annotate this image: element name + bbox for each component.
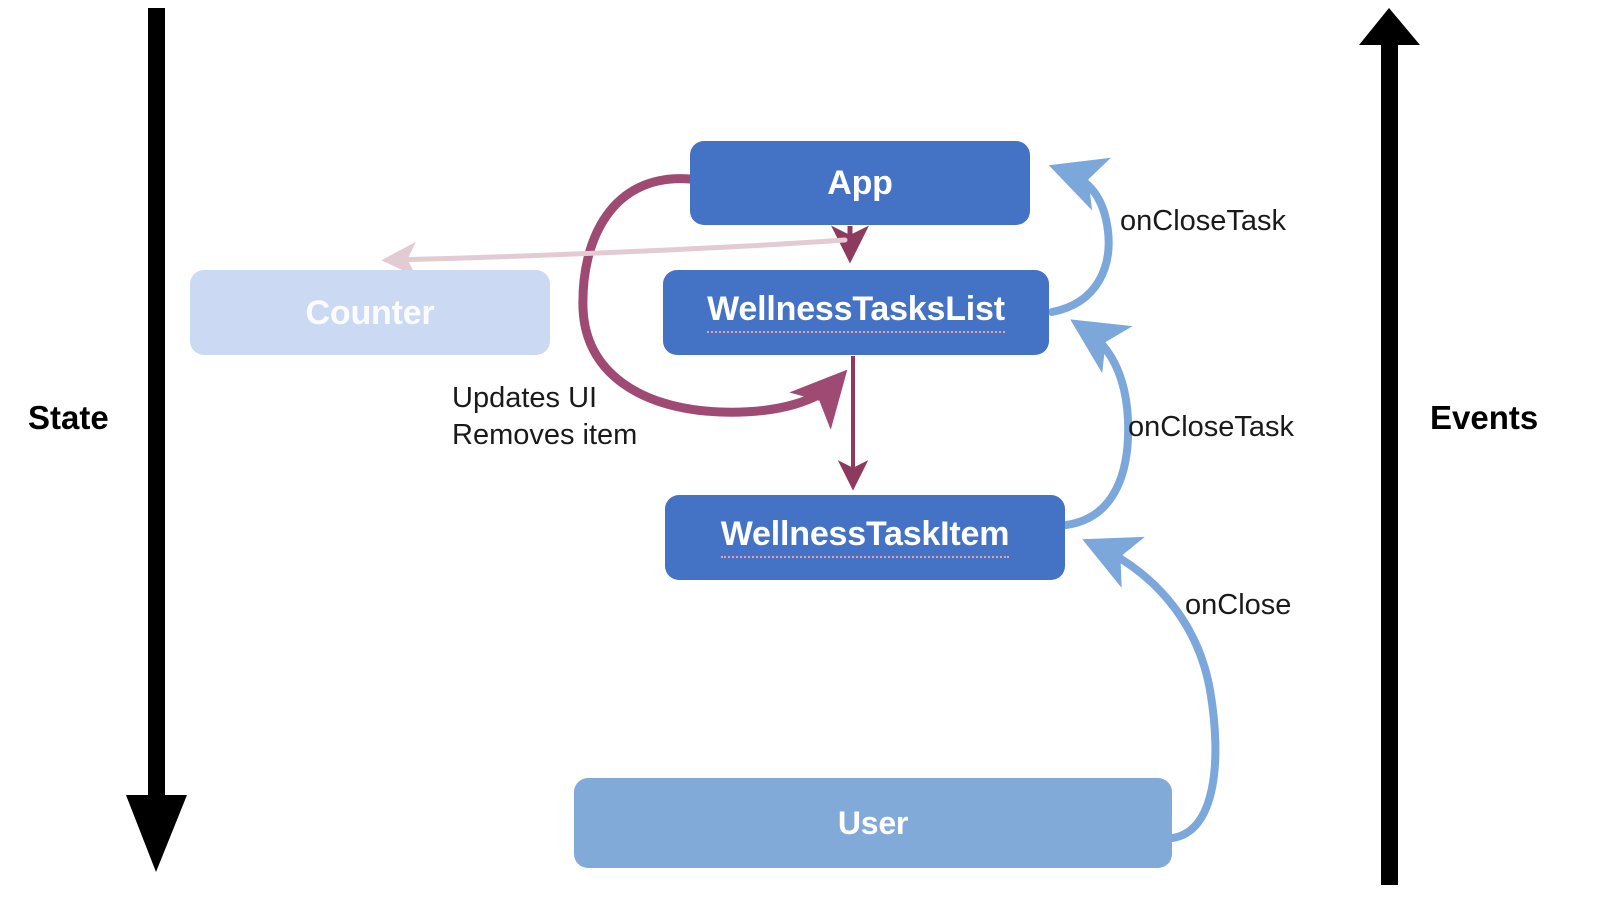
node-app[interactable]: App: [690, 141, 1030, 225]
edge-user-to-item: [1082, 536, 1220, 842]
node-app-label: App: [827, 164, 893, 202]
edge-item-to-list: [1062, 319, 1133, 529]
axis-label-events: Events: [1430, 399, 1539, 436]
edge-label-onclosetask-mid: onCloseTask: [1128, 411, 1295, 443]
axis-label-state: State: [28, 399, 109, 436]
edge-label-removes-item: Removes item: [452, 419, 638, 452]
state-axis-arrow: [126, 8, 187, 872]
node-counter[interactable]: Counter: [190, 270, 550, 355]
edge-list-to-app: [1048, 157, 1113, 316]
node-user-label: User: [837, 805, 909, 841]
node-counter-label: Counter: [305, 293, 435, 332]
edge-app-updates-loop: [578, 174, 848, 430]
node-wellness-tasks-list[interactable]: WellnessTasksList: [663, 270, 1049, 355]
edge-label-onclose: onClose: [1185, 589, 1292, 621]
node-user[interactable]: User: [574, 778, 1172, 868]
edge-app-to-counter: [381, 237, 848, 277]
edge-label-updates-removes: Updates UI Removes item: [452, 380, 637, 454]
node-wellness-task-item[interactable]: WellnessTaskItem: [665, 495, 1065, 580]
edge-label-onclosetask-top: onCloseTask: [1120, 205, 1287, 237]
edge-label-updates-ui: Updates UI: [452, 382, 598, 414]
node-wellness-task-item-label: WellnessTaskItem: [720, 517, 1009, 558]
node-wellness-tasks-list-label: WellnessTasksList: [707, 292, 1005, 333]
events-axis-arrow: [1359, 8, 1420, 885]
